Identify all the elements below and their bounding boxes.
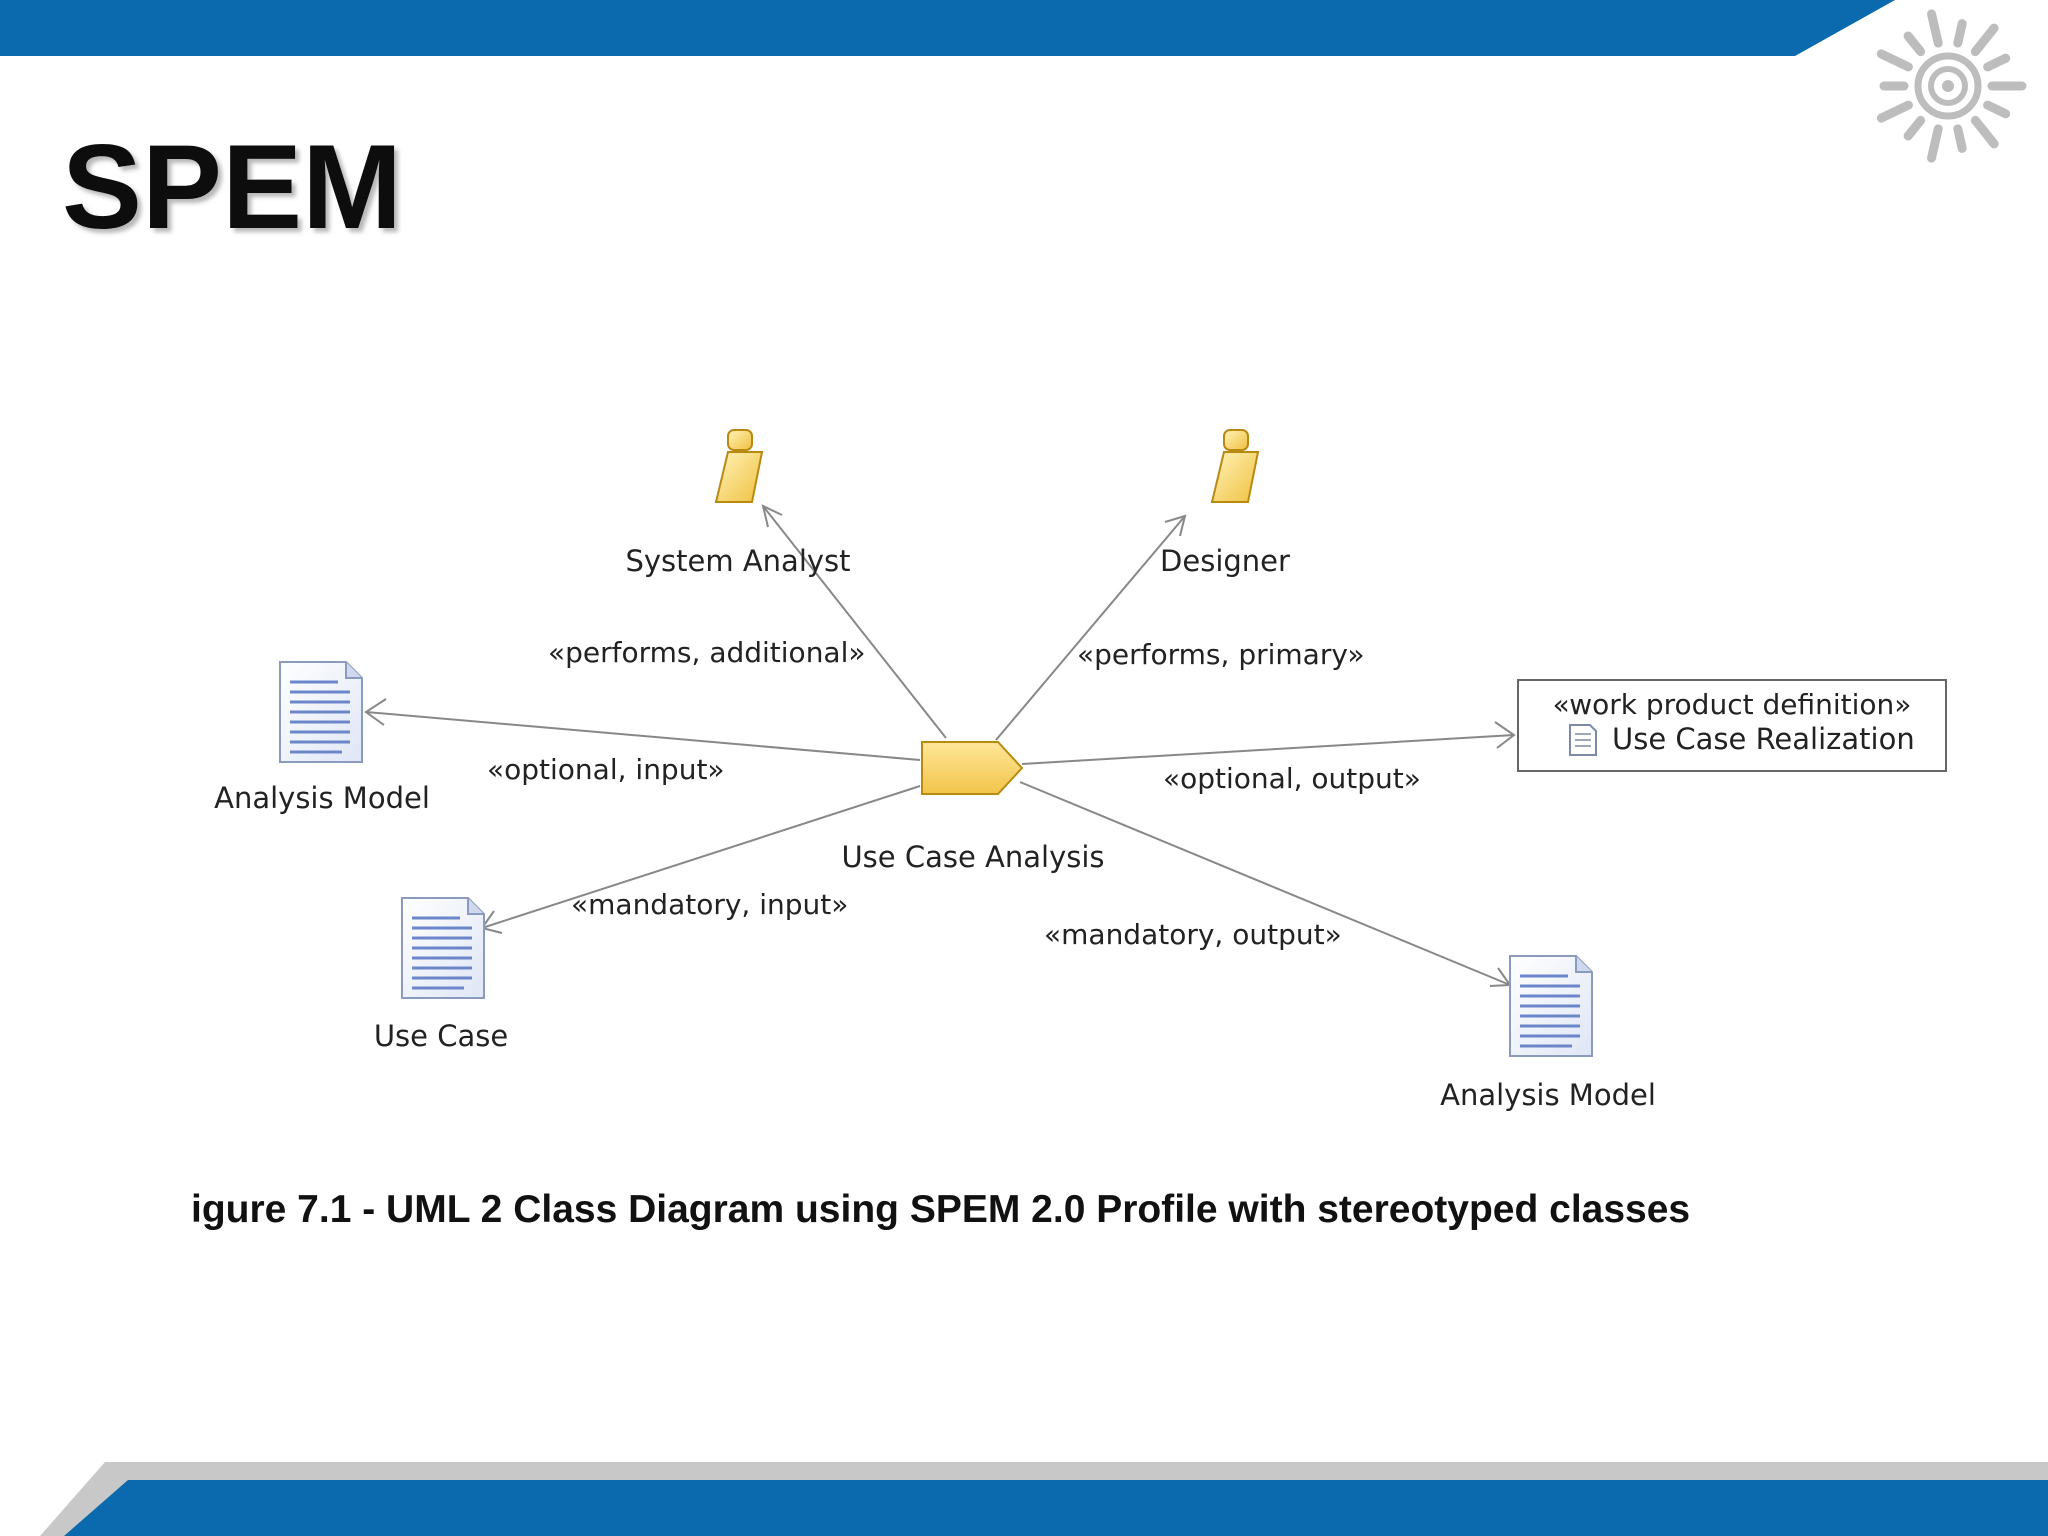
uml-diagram: «performs, additional» «performs, primar… [214, 429, 1947, 1112]
role-person-icon [1211, 429, 1259, 503]
edge-label: «mandatory, input» [571, 888, 848, 921]
node-label: System Analyst [625, 544, 850, 578]
node-label: Designer [1160, 544, 1290, 578]
sun-ray [1970, 23, 1999, 57]
edge-performs-primary: «performs, primary» [995, 514, 1365, 741]
sun-ray [1876, 49, 1913, 72]
edge-label: «performs, primary» [1077, 638, 1365, 671]
document-icon [1508, 954, 1594, 1058]
task-icon [921, 741, 1024, 795]
sun-ray [1927, 124, 1943, 163]
role-system-analyst: System Analyst [625, 429, 851, 578]
work-product-definition-box: «work product definition» Use Case Reali… [1517, 679, 1947, 772]
definition-label: Use Case Realization [1612, 722, 1915, 756]
bottom-banner [40, 1462, 2048, 1536]
node-label: Use Case [374, 1019, 508, 1053]
sun-ray [1903, 31, 1926, 57]
page-title: SPEM [62, 120, 402, 254]
work-product-analysis-model-left: Analysis Model [214, 660, 430, 815]
edge-label: «mandatory, output» [1044, 918, 1342, 951]
sun-ray [1927, 9, 1943, 48]
sun-ray [1953, 124, 1967, 153]
role-designer: Designer [1160, 429, 1290, 578]
edge-label: «optional, input» [487, 753, 725, 786]
edge-optional-input: «optional, input» [364, 698, 921, 786]
edge-label: «performs, additional» [548, 636, 866, 669]
small-document-icon [1569, 724, 1597, 756]
role-person-icon [715, 429, 763, 503]
document-icon [278, 660, 364, 764]
figure-caption: igure 7.1 - UML 2 Class Diagram using SP… [191, 1188, 1690, 1231]
edge-label: «optional, output» [1163, 762, 1421, 795]
sun-ray [1876, 100, 1913, 123]
edge-performs-additional: «performs, additional» [548, 504, 947, 739]
edge-mandatory-output: «mandatory, output» [1019, 781, 1512, 987]
sun-ray [1983, 100, 2011, 119]
node-label: Analysis Model [1440, 1078, 1656, 1112]
work-product-use-case: Use Case [374, 896, 508, 1053]
document-icon [400, 896, 486, 1000]
sun-spiral-logo [1876, 9, 2027, 163]
edge-mandatory-input: «mandatory, input» [480, 785, 921, 934]
top-banner [0, 0, 1895, 56]
work-product-analysis-model-right: Analysis Model [1440, 954, 1656, 1112]
node-label: Use Case Analysis [841, 840, 1104, 874]
sun-ray [1953, 19, 1967, 48]
node-label: Analysis Model [214, 781, 430, 815]
task-use-case-analysis: Use Case Analysis [841, 741, 1105, 874]
edge-optional-output: «optional, output» [1021, 721, 1516, 795]
sun-ray [1970, 115, 1999, 149]
sun-ray [1983, 53, 2011, 72]
definition-stereotype: «work product definition» [1553, 688, 1912, 721]
sun-ray [1903, 115, 1926, 141]
